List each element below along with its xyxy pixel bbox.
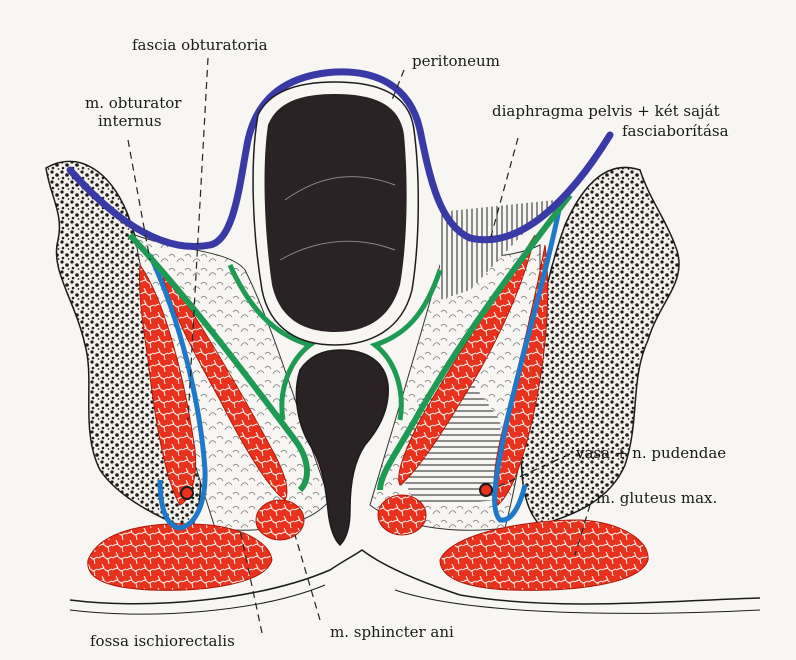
left-sphincter bbox=[255, 499, 305, 541]
label-m-obturator-line1: m. obturator bbox=[85, 94, 182, 112]
leader-fascia-obturatoria bbox=[187, 57, 209, 421]
bladder-organ bbox=[264, 94, 407, 332]
right-ischium-bone bbox=[520, 166, 680, 526]
left-fascia-obturatoria bbox=[147, 253, 208, 531]
leader-m-obturator-internus bbox=[127, 139, 151, 261]
label-fossa-ischiorectalis: fossa ischiorectalis bbox=[90, 632, 235, 650]
right-diaphragma-fascia bbox=[377, 193, 573, 491]
leader-gluteus-max bbox=[574, 504, 591, 556]
rectum-organ bbox=[295, 349, 389, 547]
leader-fossa-ischiorectalis bbox=[239, 529, 263, 634]
label-sphincter-ani: m. sphincter ani bbox=[330, 623, 454, 641]
label-diaphragma-line1: diaphragma pelvis + két saját bbox=[492, 102, 720, 120]
leader-peritoneum bbox=[391, 69, 405, 101]
right-sphincter bbox=[377, 494, 427, 536]
label-fascia-obturatoria: fascia obturatoria bbox=[132, 36, 268, 54]
label-gluteus-max: m. gluteus max. bbox=[596, 489, 717, 507]
bladder-highlight bbox=[279, 176, 396, 261]
skin-line-lower bbox=[69, 584, 761, 615]
label-vasa-pudendae: vasa + n. pudendae bbox=[575, 444, 726, 462]
leader-diaphragma bbox=[489, 137, 519, 241]
left-diaphragma-fascia bbox=[127, 232, 310, 493]
right-pudendal-vessel bbox=[479, 483, 493, 497]
perirectal-fascia bbox=[227, 263, 443, 421]
label-peritoneum: peritoneum bbox=[412, 52, 500, 70]
right-gluteus-muscle bbox=[439, 519, 649, 591]
right-fascia-obturatoria bbox=[492, 204, 563, 523]
skin-line bbox=[69, 549, 761, 605]
label-m-obturator-line2: internus bbox=[98, 112, 162, 130]
left-gluteus-muscle bbox=[87, 523, 273, 591]
label-diaphragma-line2: fasciaborítása bbox=[622, 122, 729, 140]
leader-sphincter-ani bbox=[294, 534, 321, 621]
leader-vasa-pudendae bbox=[494, 453, 571, 489]
left-pudendal-vessel bbox=[180, 486, 194, 500]
left-obturator-internus bbox=[138, 263, 197, 506]
peritoneum-line bbox=[66, 68, 614, 250]
